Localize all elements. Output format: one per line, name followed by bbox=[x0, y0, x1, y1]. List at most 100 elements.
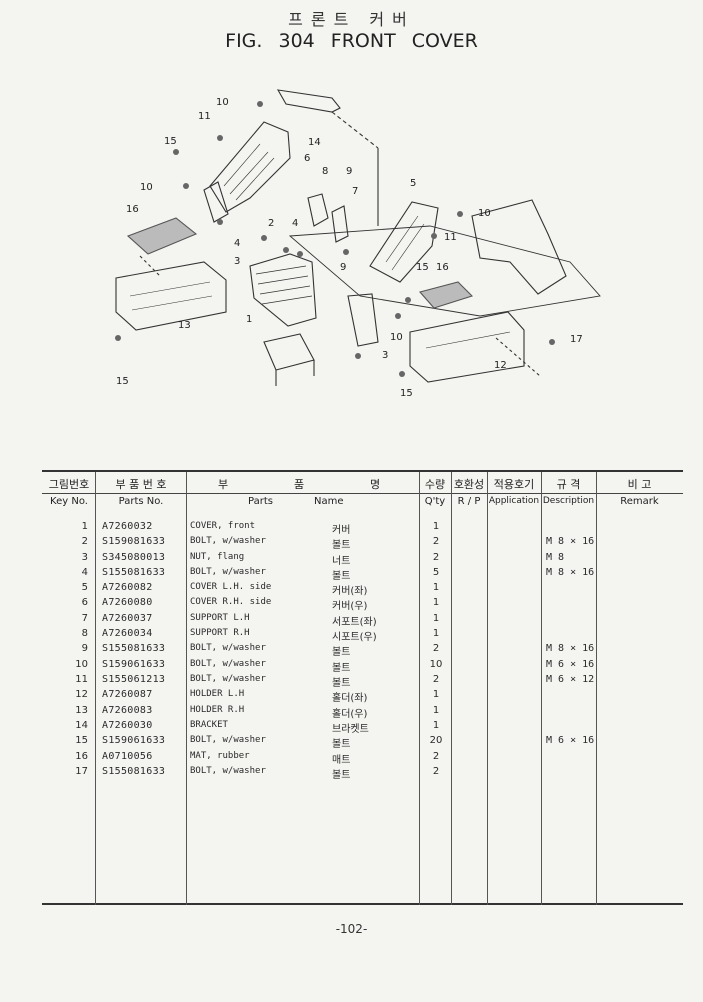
part-name: COVER L.H. side bbox=[190, 582, 272, 592]
key-no: 10 bbox=[75, 659, 88, 670]
part-name: SUPPORT L.H bbox=[190, 613, 250, 623]
header-qty-ko: 수량 bbox=[424, 478, 446, 491]
col-divider bbox=[419, 472, 420, 905]
svg-text:4: 4 bbox=[234, 238, 240, 249]
header-key-ko: 그림번호 bbox=[48, 478, 90, 491]
key-no: 6 bbox=[81, 597, 88, 608]
svg-text:11: 11 bbox=[444, 232, 457, 243]
header-remark-ko: 비 고 bbox=[627, 478, 652, 491]
svg-text:5: 5 bbox=[410, 178, 416, 189]
svg-text:10: 10 bbox=[478, 208, 491, 219]
header-qty-en: Q'ty bbox=[424, 496, 446, 507]
svg-text:14: 14 bbox=[308, 137, 321, 148]
part-name-ko: 시포트(우) bbox=[332, 632, 377, 643]
key-no: 5 bbox=[81, 582, 88, 593]
key-no: 15 bbox=[75, 735, 88, 746]
qty: 2 bbox=[432, 643, 440, 654]
svg-text:12: 12 bbox=[494, 360, 507, 371]
svg-text:16: 16 bbox=[126, 204, 139, 215]
description: M 8 × 16 bbox=[546, 567, 595, 578]
header-name-ko-2: 품 bbox=[294, 478, 305, 491]
svg-text:1: 1 bbox=[246, 314, 252, 325]
key-no: 17 bbox=[75, 766, 88, 777]
header-app-ko: 적용호기 bbox=[493, 478, 535, 491]
col-divider bbox=[95, 472, 96, 905]
description: M 8 bbox=[546, 552, 565, 563]
svg-text:8: 8 bbox=[322, 166, 328, 177]
part-name-ko: 볼트 bbox=[332, 678, 351, 689]
header-remark-en: Remark bbox=[620, 496, 659, 507]
part-name-ko: 너트 bbox=[332, 556, 351, 567]
header-part-ko: 부 품 번 호 bbox=[115, 478, 167, 491]
part-name: BOLT, w/washer bbox=[190, 659, 266, 669]
key-no: 7 bbox=[81, 613, 88, 624]
qty: 1 bbox=[432, 521, 440, 532]
figure-number: FIG. 304 bbox=[225, 30, 315, 52]
part-name: BRACKET bbox=[190, 720, 228, 730]
part-no: S159081633 bbox=[102, 536, 166, 547]
part-no: S155061213 bbox=[102, 674, 166, 685]
svg-text:10: 10 bbox=[216, 97, 229, 108]
header-name-en-2: Name bbox=[314, 496, 344, 507]
qty: 2 bbox=[432, 766, 440, 777]
part-cover-lh-5 bbox=[369, 201, 439, 283]
part-no: S345080013 bbox=[102, 552, 166, 563]
qty: 1 bbox=[432, 597, 440, 608]
description: M 6 × 12 bbox=[546, 674, 595, 685]
part-name-ko: 커버 bbox=[332, 525, 351, 536]
qty: 1 bbox=[432, 628, 440, 639]
svg-text:6: 6 bbox=[304, 153, 310, 164]
col-divider bbox=[541, 472, 542, 905]
part-name-ko: 매트 bbox=[332, 755, 351, 766]
svg-text:13: 13 bbox=[178, 320, 191, 331]
col-divider bbox=[186, 472, 187, 905]
part-name-ko: 볼트 bbox=[332, 770, 351, 781]
part-name-ko: 볼트 bbox=[332, 663, 351, 674]
svg-text:4: 4 bbox=[292, 218, 298, 229]
part-name: MAT, rubber bbox=[190, 751, 250, 761]
part-no: A7260080 bbox=[102, 597, 153, 608]
page-number: -102- bbox=[335, 922, 368, 936]
qty: 5 bbox=[432, 567, 440, 578]
svg-text:15: 15 bbox=[164, 136, 177, 147]
qty: 1 bbox=[432, 689, 440, 700]
qty: 10 bbox=[429, 659, 443, 670]
part-name: HOLDER L.H bbox=[190, 689, 245, 699]
part-cover-right bbox=[471, 199, 567, 295]
col-divider bbox=[596, 472, 597, 905]
svg-text:11: 11 bbox=[198, 111, 211, 122]
key-no: 4 bbox=[81, 567, 88, 578]
svg-text:3: 3 bbox=[234, 256, 240, 267]
svg-text:15: 15 bbox=[400, 388, 413, 399]
part-name: BOLT, w/washer bbox=[190, 536, 266, 546]
title-korean: 프론트 커버 bbox=[288, 10, 415, 29]
part-name: COVER, front bbox=[190, 521, 256, 531]
table-bottom-rule bbox=[42, 903, 683, 905]
part-no: A7260083 bbox=[102, 705, 153, 716]
col-divider bbox=[451, 472, 452, 905]
part-name: NUT, flang bbox=[190, 552, 245, 562]
svg-text:16: 16 bbox=[436, 262, 449, 273]
key-no: 16 bbox=[75, 751, 88, 762]
svg-text:2: 2 bbox=[268, 218, 274, 229]
part-name-ko: 볼트 bbox=[332, 571, 351, 582]
key-no: 2 bbox=[81, 536, 88, 547]
header-rp-ko: 호환성 bbox=[453, 478, 485, 491]
svg-text:9: 9 bbox=[340, 262, 346, 273]
part-no: A7260087 bbox=[102, 689, 153, 700]
qty: 2 bbox=[432, 674, 440, 685]
header-name-ko-3: 명 bbox=[370, 478, 381, 491]
part-no: S155081633 bbox=[102, 567, 166, 578]
figure-name: FRONT COVER bbox=[330, 30, 478, 52]
part-support-7 bbox=[307, 193, 329, 227]
qty: 1 bbox=[432, 720, 440, 731]
svg-text:15: 15 bbox=[116, 376, 129, 387]
svg-text:10: 10 bbox=[140, 182, 153, 193]
svg-text:9: 9 bbox=[346, 166, 352, 177]
